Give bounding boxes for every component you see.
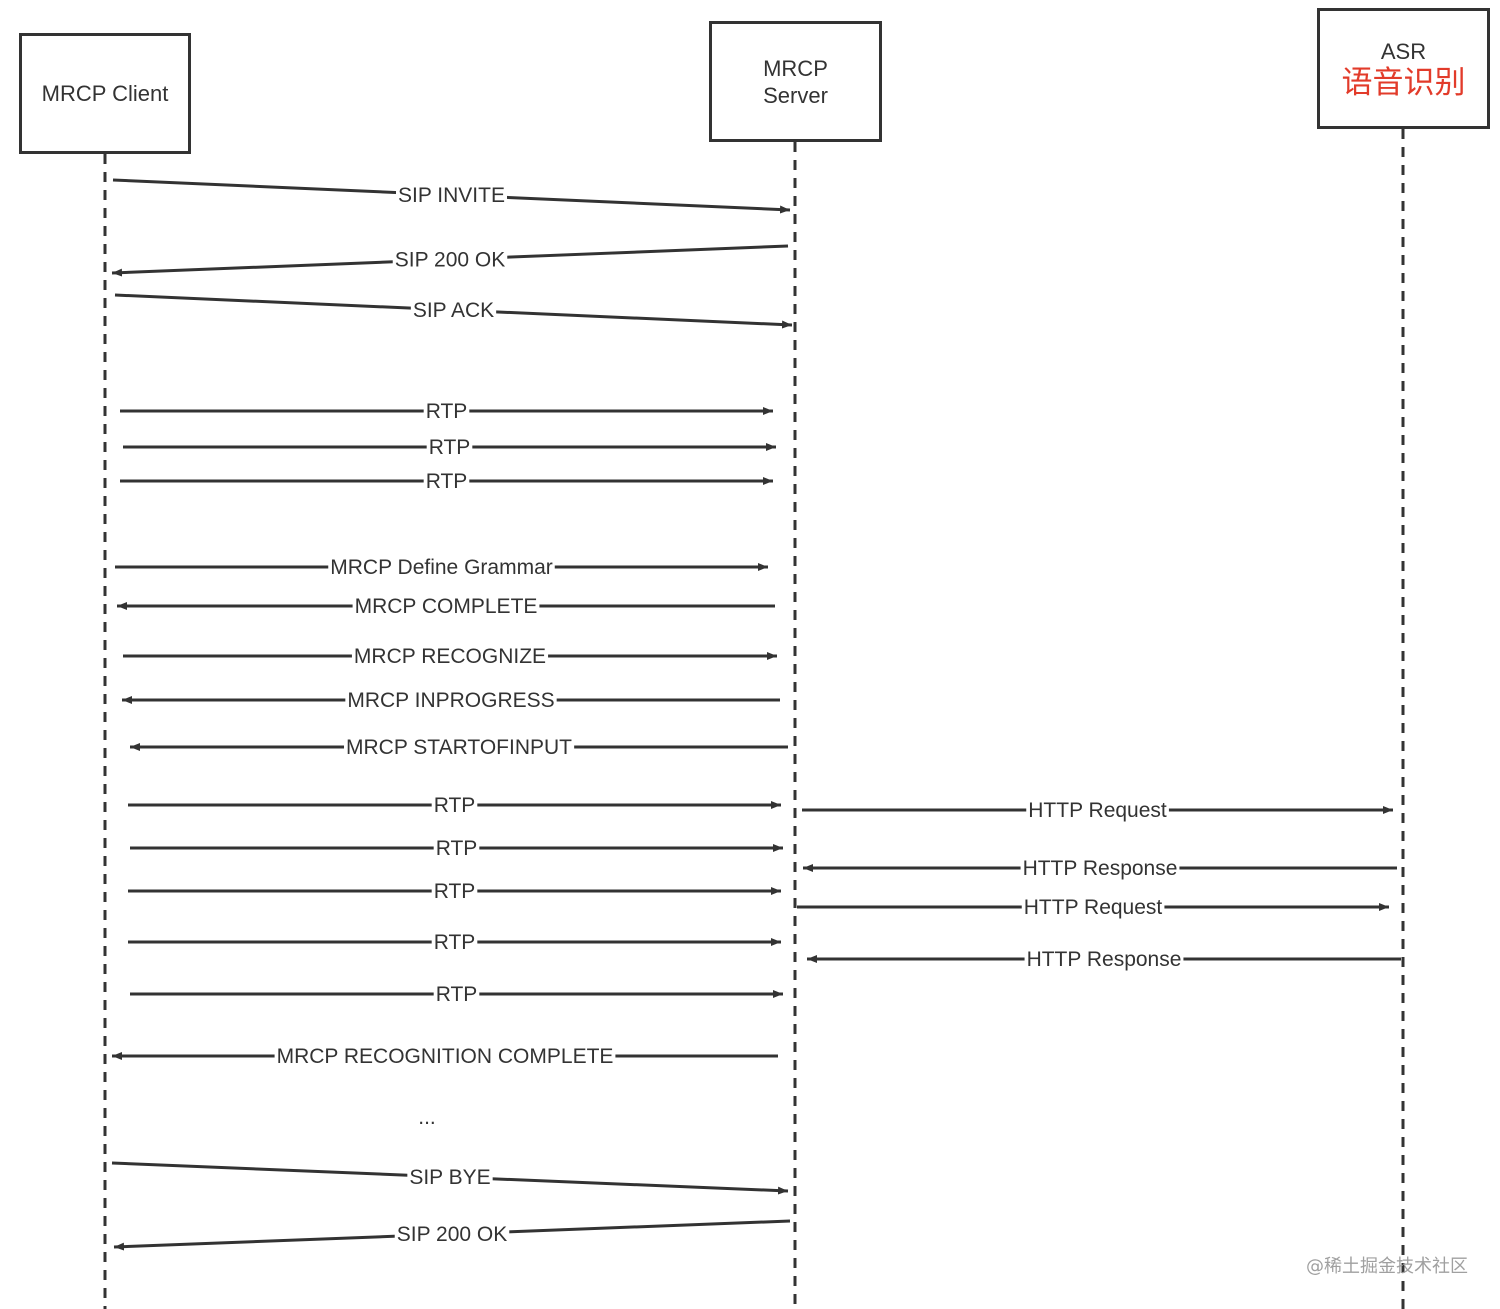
message-2: SIP 200 OK — [111, 244, 789, 277]
message-label: SIP 200 OK — [395, 249, 506, 272]
message-18: HTTP Response — [803, 857, 1397, 880]
message-label-background — [410, 300, 497, 321]
message-label-background — [351, 646, 549, 667]
message-arrow — [111, 244, 789, 277]
participant-label: MRCP Client — [41, 81, 169, 106]
message-21: MRCP RECOGNITION COMPLETE — [112, 1045, 778, 1068]
participant-mrcp-client: MRCP Client — [19, 33, 191, 154]
message-13: RTP — [130, 837, 783, 860]
participant-label: MRCP Server — [763, 55, 828, 108]
message-8: MRCP COMPLETE — [117, 595, 775, 618]
message-label-background — [407, 1167, 493, 1188]
message-1: SIP INVITE — [112, 178, 791, 214]
message-label-background — [431, 932, 478, 953]
message-label: RTP — [436, 983, 478, 1006]
watermark: @稀土掘金技术社区 — [1306, 1256, 1468, 1277]
message-label: MRCP INPROGRESS — [347, 689, 554, 712]
message-label-background — [423, 471, 470, 492]
message-17: HTTP Request — [802, 799, 1393, 822]
message-label: MRCP RECOGNIZE — [354, 645, 546, 668]
message-10: MRCP INPROGRESS — [122, 689, 780, 712]
message-11: MRCP STARTOFINPUT — [130, 736, 788, 759]
message-label-background — [1020, 858, 1180, 879]
message-5: RTP — [123, 436, 776, 459]
message-label: MRCP STARTOFINPUT — [346, 736, 572, 759]
message-label: HTTP Request — [1024, 896, 1163, 919]
message-label-background — [1026, 800, 1169, 821]
message-arrow — [111, 1161, 789, 1195]
message-4: RTP — [120, 400, 773, 423]
message-3: SIP ACK — [114, 293, 793, 329]
message-22: SIP BYE — [111, 1161, 789, 1195]
message-label: HTTP Response — [1023, 857, 1178, 880]
message-label-background — [328, 557, 555, 578]
message-label-background — [344, 737, 575, 758]
message-label: MRCP COMPLETE — [355, 595, 538, 618]
participant-subtitle: 语音识别 — [1341, 64, 1466, 101]
message-7: MRCP Define Grammar — [115, 556, 768, 579]
message-label-background — [352, 596, 540, 617]
message-label-background — [392, 249, 508, 271]
participant-asr: ASR 语音识别 — [1317, 8, 1490, 129]
message-16: RTP — [130, 983, 783, 1006]
message-label: HTTP Response — [1027, 948, 1182, 971]
message-label-background — [394, 1224, 510, 1245]
message-label-background — [423, 401, 470, 422]
message-label: MRCP RECOGNITION COMPLETE — [277, 1045, 614, 1068]
message-arrow — [112, 178, 791, 214]
message-label: MRCP Define Grammar — [330, 556, 553, 579]
message-label: RTP — [429, 436, 471, 459]
message-label: SIP 200 OK — [397, 1223, 508, 1246]
message-label: SIP INVITE — [398, 184, 505, 207]
message-23: SIP 200 OK — [113, 1219, 791, 1251]
message-label-background — [433, 838, 480, 859]
participant-mrcp-server: MRCP Server — [709, 21, 882, 142]
message-label-background — [1021, 897, 1165, 918]
message-label: SIP ACK — [413, 299, 494, 322]
message-label: RTP — [434, 794, 476, 817]
message-19: HTTP Request — [797, 896, 1389, 919]
participant-label: ASR — [1380, 38, 1427, 64]
message-label: RTP — [434, 880, 476, 903]
message-label-background — [396, 185, 507, 206]
message-6: RTP — [120, 470, 773, 493]
message-label: RTP — [426, 400, 468, 423]
message-12: RTP — [128, 794, 781, 817]
message-label: SIP BYE — [409, 1166, 490, 1189]
message-label-background — [433, 984, 480, 1005]
message-14: RTP — [128, 880, 781, 903]
message-15: RTP — [128, 931, 781, 954]
message-arrow — [114, 293, 793, 329]
message-label-background — [1024, 949, 1184, 970]
message-label: RTP — [436, 837, 478, 860]
message-label: RTP — [426, 470, 468, 493]
message-label: RTP — [434, 931, 476, 954]
ellipsis: ... — [418, 1106, 436, 1129]
message-label-background — [274, 1046, 616, 1067]
message-label-background — [345, 690, 557, 711]
message-label-background — [431, 881, 478, 902]
message-20: HTTP Response — [807, 948, 1401, 971]
message-9: MRCP RECOGNIZE — [123, 645, 777, 668]
message-arrow — [113, 1219, 791, 1251]
message-label: HTTP Request — [1028, 799, 1167, 822]
message-label-background — [426, 437, 473, 458]
message-label-background — [431, 795, 478, 816]
